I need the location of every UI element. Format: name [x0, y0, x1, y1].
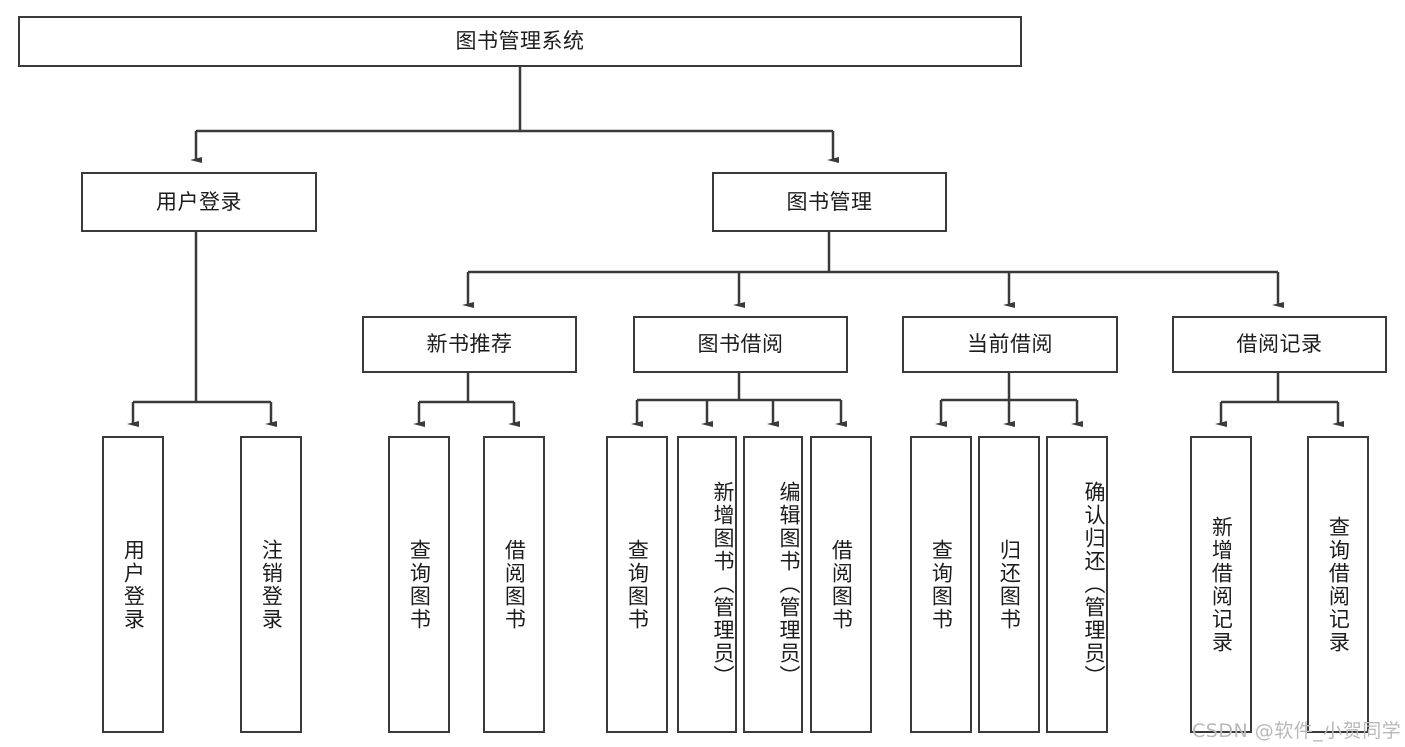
- leaf-query-book-borrow[interactable]: 查询图书: [606, 436, 668, 733]
- leaf-borrow-book-new-book[interactable]: 借阅图书: [483, 436, 545, 733]
- leaf-edit-book-admin[interactable]: 编辑图书（管理员）: [743, 436, 803, 733]
- node-root-book-management-system[interactable]: 图书管理系统: [18, 16, 1022, 67]
- node-user-login[interactable]: 用户登录: [81, 172, 317, 232]
- csdn-watermark: CSDN @软件_小贺同学: [1192, 720, 1402, 742]
- leaf-add-borrow-record[interactable]: 新增借阅记录: [1190, 436, 1252, 733]
- node-book-management[interactable]: 图书管理: [712, 172, 947, 232]
- node-current-borrowing[interactable]: 当前借阅: [902, 316, 1118, 373]
- leaf-user-login[interactable]: 用户登录: [102, 436, 164, 733]
- leaf-borrow-book-borrow[interactable]: 借阅图书: [810, 436, 872, 733]
- leaf-query-borrow-record[interactable]: 查询借阅记录: [1307, 436, 1369, 733]
- node-borrowing-record[interactable]: 借阅记录: [1172, 316, 1387, 373]
- leaf-return-book[interactable]: 归还图书: [978, 436, 1040, 733]
- node-new-book-recommendation[interactable]: 新书推荐: [362, 316, 577, 373]
- leaf-add-book-admin[interactable]: 新增图书（管理员）: [677, 436, 737, 733]
- leaf-query-book-new-book[interactable]: 查询图书: [388, 436, 450, 733]
- leaf-confirm-return-admin[interactable]: 确认归还（管理员）: [1046, 436, 1108, 733]
- leaf-query-book-current[interactable]: 查询图书: [910, 436, 972, 733]
- leaf-user-logout[interactable]: 注销登录: [240, 436, 302, 733]
- node-book-borrowing[interactable]: 图书借阅: [633, 316, 848, 373]
